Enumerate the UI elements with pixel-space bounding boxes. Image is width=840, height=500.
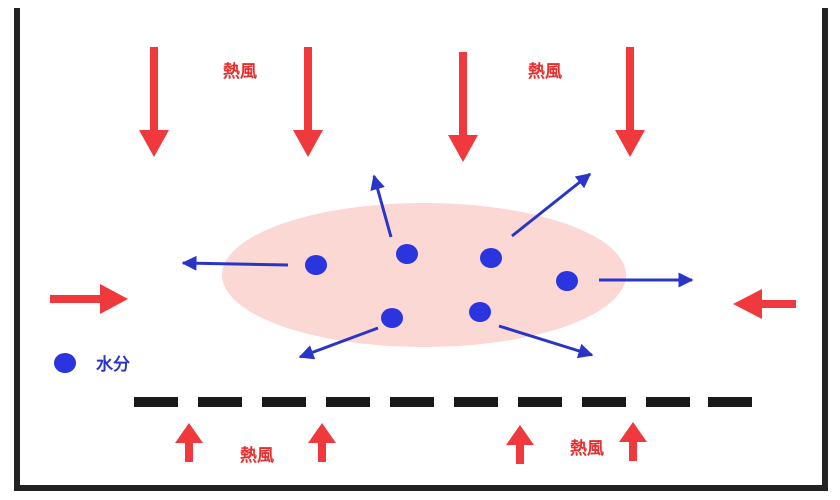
rack-segment [582, 397, 626, 407]
drying-rack [134, 397, 752, 407]
hot-air-arrows-bottom [175, 422, 647, 464]
hot-air-arrow-up-2 [308, 423, 336, 462]
rack-segment [390, 397, 434, 407]
hot-air-arrow-down-3 [448, 52, 478, 162]
legend: 水分 [54, 353, 130, 375]
rack-segment [262, 397, 306, 407]
hot-air-arrow-down-1 [139, 47, 169, 157]
hot-air-arrow-down-4 [615, 47, 645, 157]
hot-air-arrow-down-2 [293, 47, 323, 157]
moisture-arrow [511, 172, 592, 238]
moisture-arrow [370, 174, 393, 238]
moisture-arrow [498, 324, 594, 359]
hot-air-arrow-up-1 [175, 423, 203, 462]
moisture-dots [305, 244, 578, 328]
hot-air-arrow-up-3 [506, 425, 534, 464]
container-outline [14, 8, 828, 491]
rack-segment [134, 397, 178, 407]
rack-segment [326, 397, 370, 407]
hot-air-arrow-up-4 [619, 422, 647, 461]
hot-air-label-bottom-left: 熱風 [240, 445, 274, 466]
moisture-dot [556, 271, 578, 291]
rack-segment [454, 397, 498, 407]
hot-air-arrow-left [733, 289, 796, 319]
drying-object [222, 203, 626, 347]
rack-segment [646, 397, 690, 407]
moisture-dot [381, 308, 403, 328]
rack-segment [518, 397, 562, 407]
moisture-dot [396, 244, 418, 264]
hot-air-arrows-top [139, 47, 645, 162]
hot-air-label-top-right: 熱風 [528, 61, 562, 82]
rack-segment [198, 397, 242, 407]
moisture-dot [305, 255, 327, 275]
rack-segment [708, 397, 752, 407]
legend-moisture-label: 水分 [96, 354, 130, 375]
hot-air-label-bottom-right: 熱風 [570, 438, 604, 459]
legend-moisture-dot [54, 353, 76, 373]
hot-air-label-top-left: 熱風 [223, 61, 257, 82]
moisture-dot [469, 302, 491, 322]
moisture-arrow [298, 326, 379, 360]
moisture-arrow [181, 255, 289, 271]
hot-air-arrow-right [50, 284, 128, 314]
moisture-arrows [181, 172, 694, 360]
moisture-dot [480, 248, 502, 268]
